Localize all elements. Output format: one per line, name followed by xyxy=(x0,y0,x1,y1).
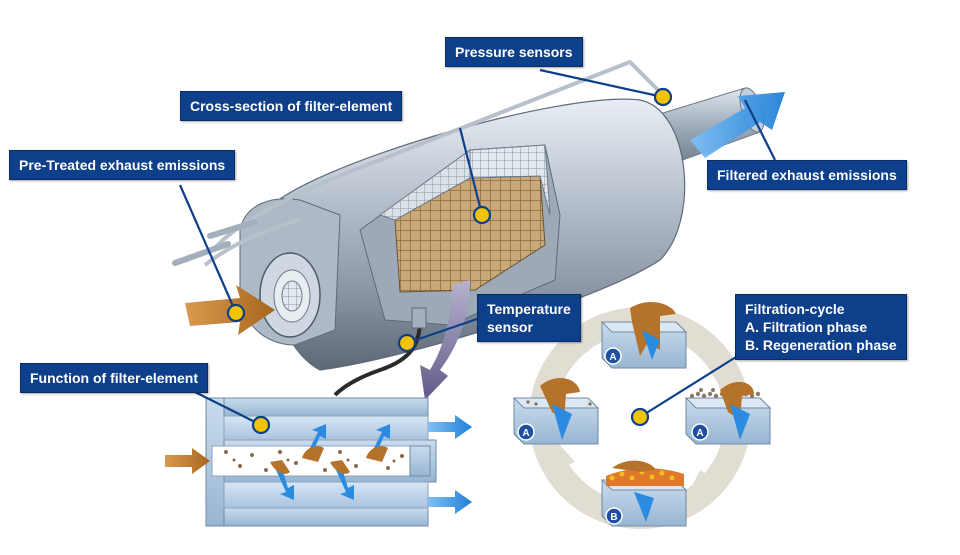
label-function-text: Function of filter-element xyxy=(30,370,198,386)
marker-function xyxy=(251,415,271,435)
cycle-stage-top xyxy=(600,301,688,369)
cycle-marker-top: A xyxy=(609,352,616,363)
label-pressure-sensors: Pressure sensors xyxy=(445,37,583,67)
label-cross-section-text: Cross-section of filter-element xyxy=(190,98,393,114)
label-cycle-title: Filtration-cycle xyxy=(745,301,845,317)
label-filtration-cycle: Filtration-cycle A. Filtration phase B. … xyxy=(735,294,907,360)
cycle-stage-bottom xyxy=(600,460,688,527)
label-pre-treated-text: Pre-Treated exhaust emissions xyxy=(19,157,226,173)
function-outflow-arrow-top xyxy=(428,415,472,439)
callout-markers xyxy=(226,87,673,435)
label-cross-section: Cross-section of filter-element xyxy=(180,91,403,121)
function-inflow-arrow xyxy=(165,448,210,474)
marker-pressure xyxy=(653,87,673,107)
wall-flow-arrows xyxy=(270,424,390,500)
label-cycle-a: A. Filtration phase xyxy=(745,319,868,335)
label-function: Function of filter-element xyxy=(20,363,208,393)
label-temperature-line1: Temperature xyxy=(487,301,571,317)
cycle-marker-bottom: B xyxy=(610,512,617,523)
filter-housing xyxy=(172,59,765,397)
detail-pointer-arrow xyxy=(420,280,470,400)
outlet-flow-arrow xyxy=(690,92,785,158)
marker-pre-treated xyxy=(226,303,246,323)
leader-lines xyxy=(178,68,776,426)
cycle-marker-left: A xyxy=(522,428,529,439)
marker-temperature xyxy=(397,333,417,353)
cycle-marker-right: A xyxy=(696,428,703,439)
cycle-stage-left xyxy=(512,378,600,445)
marker-cross-section xyxy=(472,205,492,225)
label-cycle-b: B. Regeneration phase xyxy=(745,337,897,353)
label-pressure-sensors-text: Pressure sensors xyxy=(455,44,573,60)
function-diagram xyxy=(165,397,472,527)
label-pre-treated: Pre-Treated exhaust emissions xyxy=(9,150,236,180)
filtration-cycle: A A A B xyxy=(512,301,772,529)
function-outflow-arrow-bottom xyxy=(428,490,472,514)
label-temperature-sensor: Temperature sensor xyxy=(477,294,581,342)
pressure-sensor-line xyxy=(213,59,662,250)
label-filtered-text: Filtered exhaust emissions xyxy=(717,167,897,183)
label-temperature-line2: sensor xyxy=(487,319,533,335)
label-filtered: Filtered exhaust emissions xyxy=(707,160,907,190)
marker-cycle xyxy=(630,407,650,427)
